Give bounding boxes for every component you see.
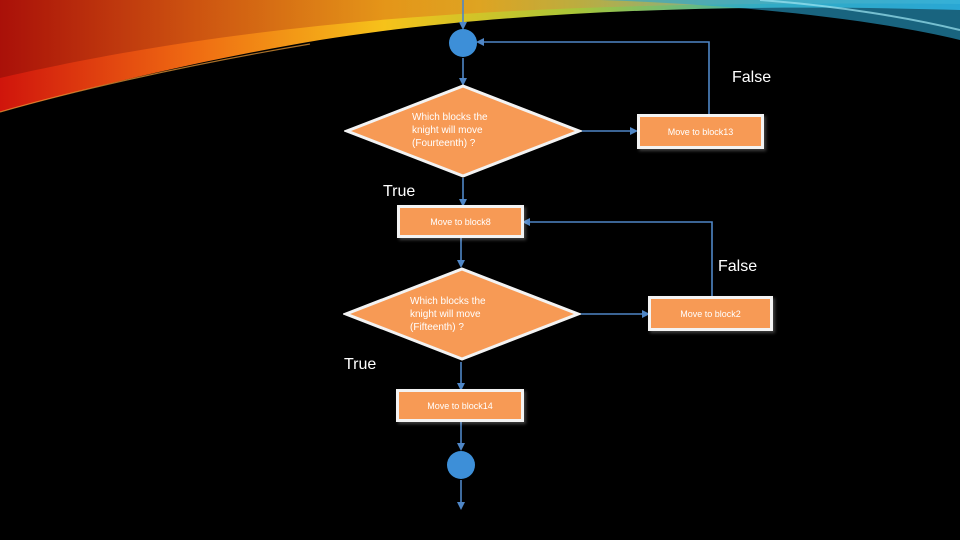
decision-fifteenth-line-2: knight will move xyxy=(410,309,481,320)
process-move-block8-label: Move to block8 xyxy=(430,216,491,227)
label-false-1: False xyxy=(732,69,772,86)
decision-fourteenth-line-1: Which blocks the xyxy=(412,112,488,123)
decision-fifteenth: Which blocks the knight will move (Fifte… xyxy=(343,266,581,362)
end-terminal xyxy=(447,451,475,479)
process-move-block8: Move to block8 xyxy=(397,205,524,238)
label-true-1: True xyxy=(383,183,416,200)
label-false-2: False xyxy=(718,258,758,275)
decision-fifteenth-line-1: Which blocks the xyxy=(410,296,486,307)
decision-fourteenth: Which blocks the knight will move (Fourt… xyxy=(344,83,582,179)
decision-fourteenth-line-3: (Fourteenth) ? xyxy=(412,138,476,149)
start-terminal xyxy=(449,29,477,57)
process-move-block14-label: Move to block14 xyxy=(427,400,493,411)
process-move-block13: Move to block13 xyxy=(637,114,764,149)
decision-fourteenth-text: Which blocks the knight will move (Fourt… xyxy=(412,111,512,150)
process-move-block2-label: Move to block2 xyxy=(680,308,741,319)
process-move-block13-label: Move to block13 xyxy=(667,126,734,137)
decision-fourteenth-line-2: knight will move xyxy=(412,125,483,136)
label-true-2: True xyxy=(344,356,377,373)
process-move-block14: Move to block14 xyxy=(396,389,524,422)
decision-fifteenth-line-3: (Fifteenth) ? xyxy=(410,322,464,333)
process-move-block2: Move to block2 xyxy=(648,296,773,331)
decision-fifteenth-text: Which blocks the knight will move (Fifte… xyxy=(410,295,510,334)
